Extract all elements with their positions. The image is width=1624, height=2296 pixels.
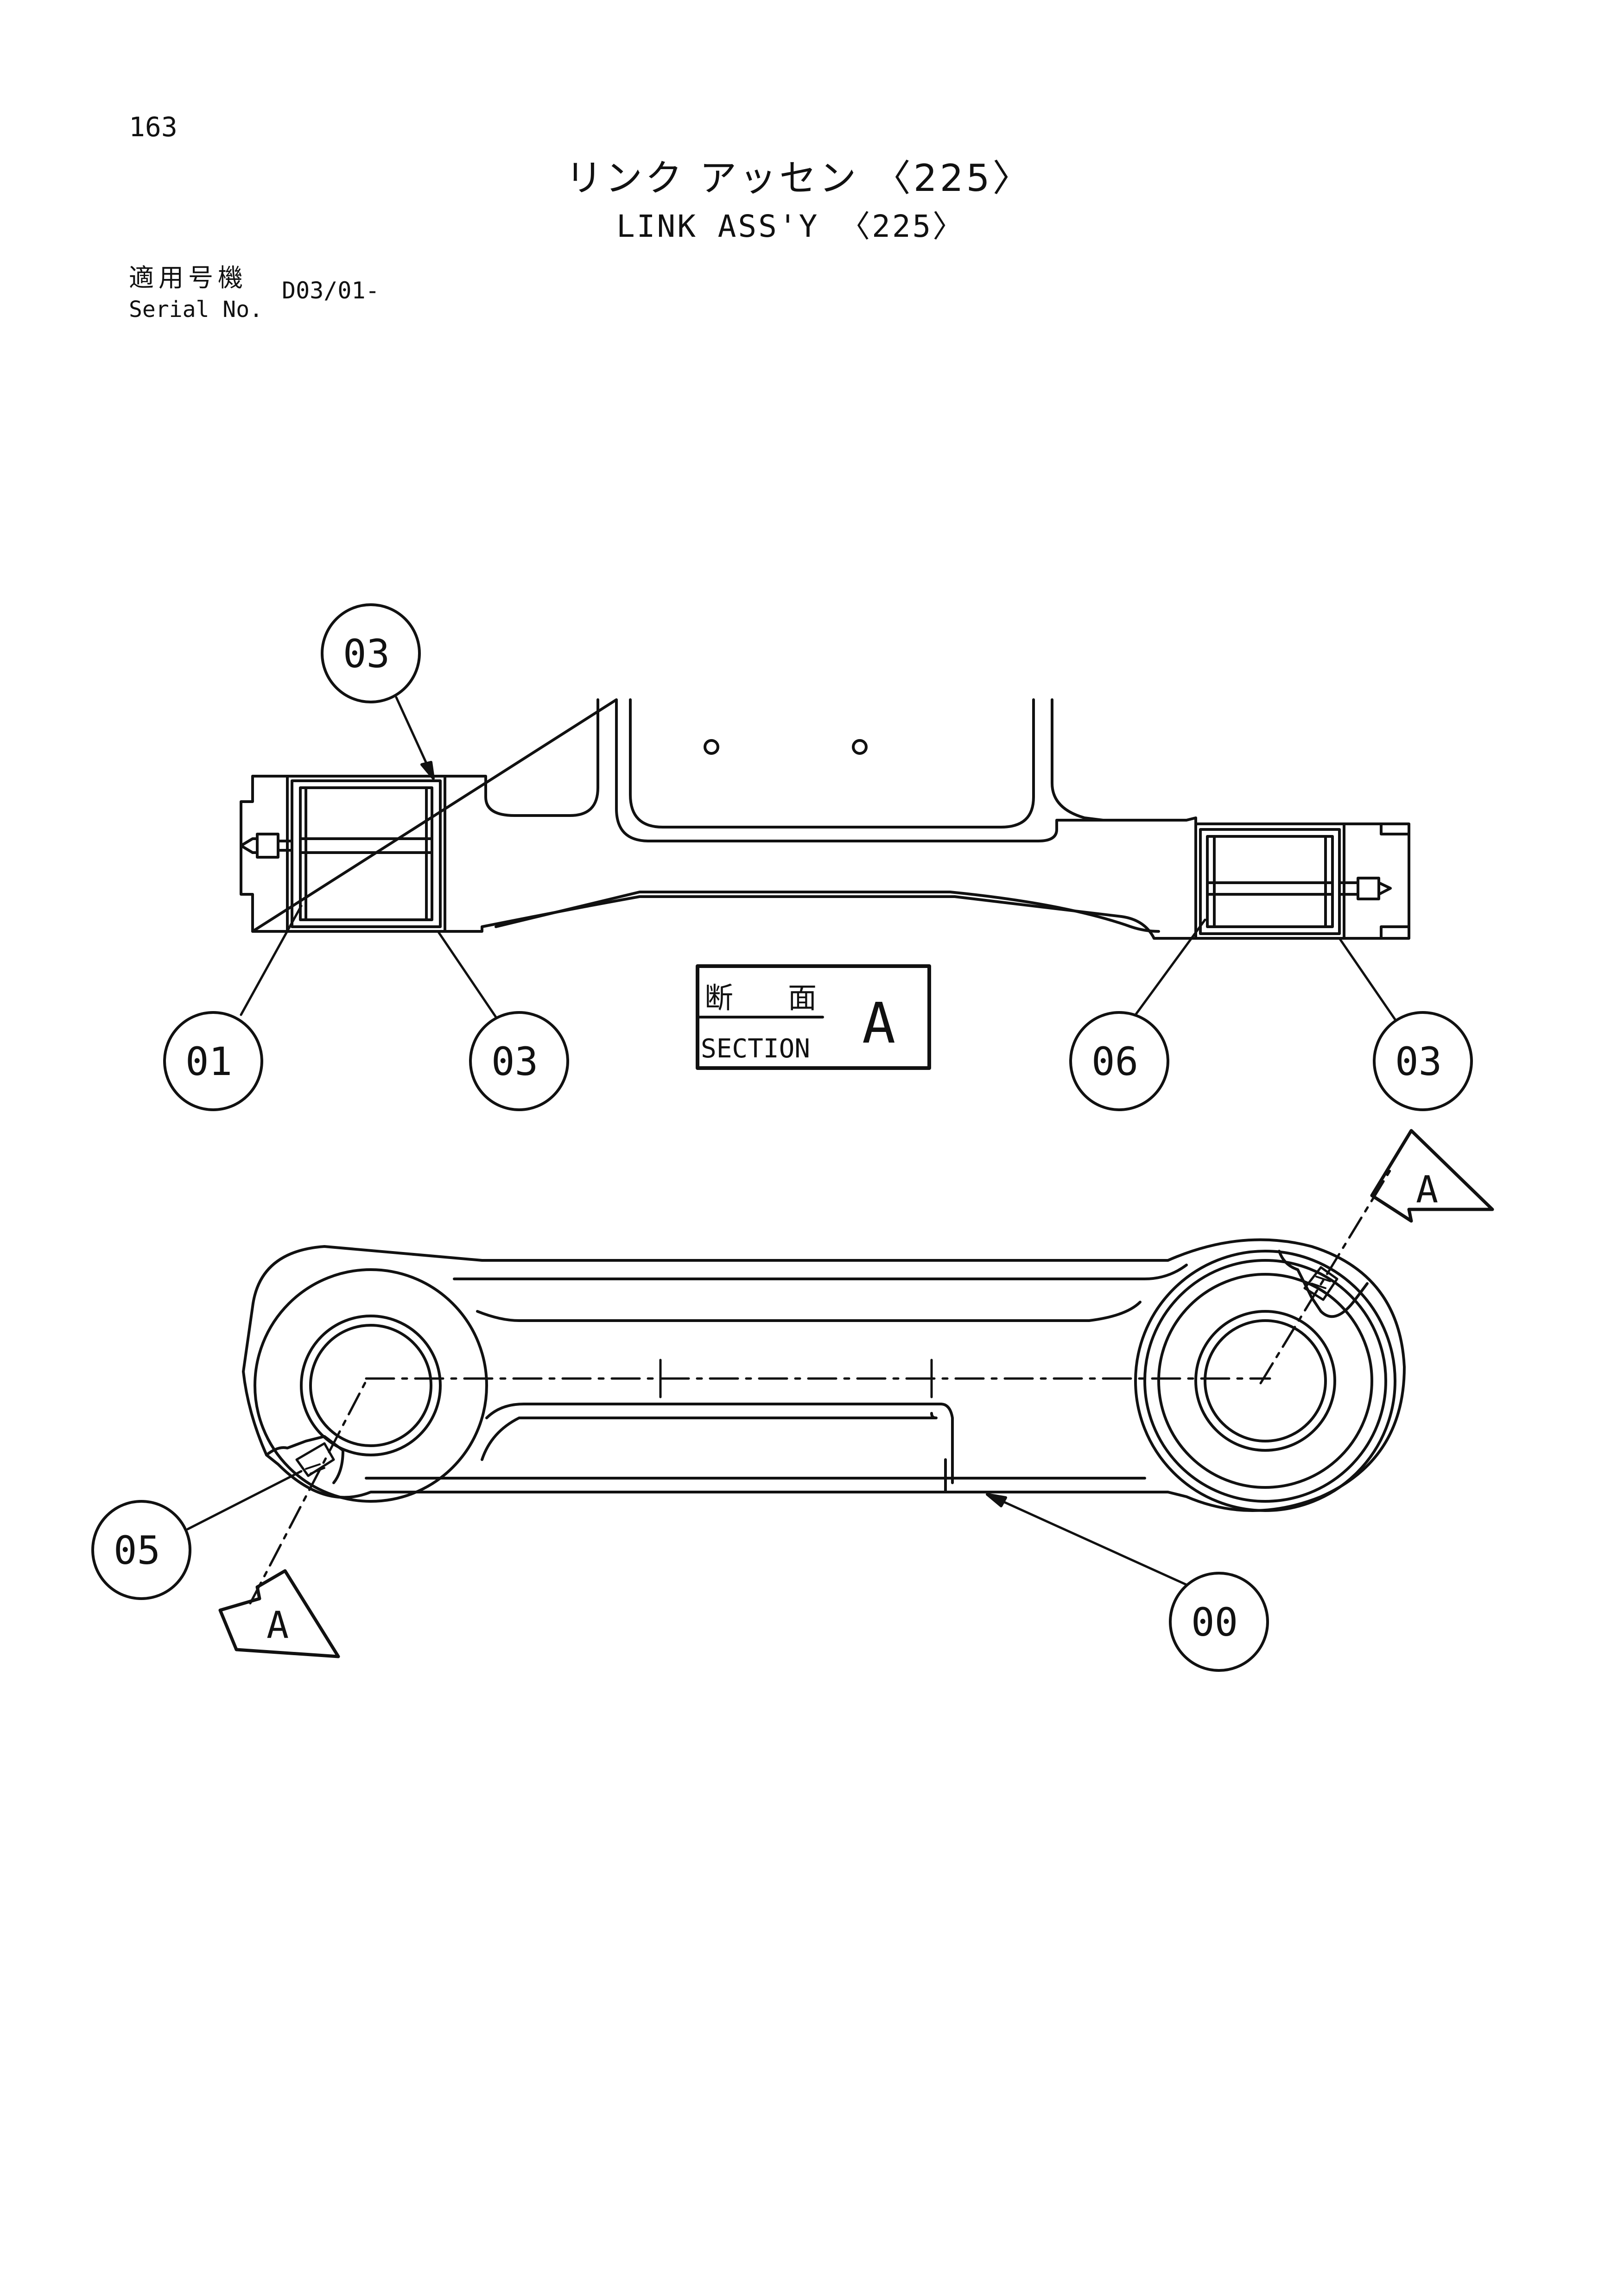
right-pin-bore-inner	[1204, 1319, 1327, 1442]
web-upper-inner	[476, 1301, 1142, 1322]
section-arrow-lower	[218, 1569, 340, 1658]
lower-inner-line	[495, 891, 1160, 933]
callout-03-top: 03	[343, 631, 390, 677]
left-grease-fitting	[240, 833, 293, 859]
callouts-bottom: 05 00	[91, 1470, 1269, 1672]
section-label-jp-left: 断	[704, 981, 733, 1015]
section-arrow-upper-letter: A	[1416, 1168, 1438, 1211]
left-grease-cutaway	[265, 1435, 344, 1484]
section-arrow-lower-letter: A	[266, 1604, 289, 1647]
callouts-top: 03 01 03 06 03	[163, 603, 1473, 1111]
hole-right	[852, 739, 868, 755]
callout-05: 05	[114, 1528, 160, 1573]
right-outer-ring	[1134, 1250, 1396, 1512]
left-pin-bore-outer	[300, 1315, 442, 1456]
title-english: LINK ASS'Y 〈225〉	[616, 209, 965, 244]
upper-bridge-inner	[629, 698, 1035, 829]
section-cut-line	[249, 1379, 368, 1605]
right-grease-fitting	[1338, 877, 1392, 900]
web-lower-inner	[485, 1403, 954, 1484]
left-bushing-outer	[291, 779, 442, 928]
upper-bridge-outer	[1051, 698, 1104, 822]
callout-03-bottom: 03	[491, 1039, 538, 1084]
section-view	[240, 698, 1410, 940]
right-end-block	[1194, 822, 1410, 940]
right-boss-outer	[1143, 1259, 1387, 1503]
right-pin-bore-outer	[1194, 1310, 1336, 1452]
callout-03-right: 03	[1395, 1039, 1442, 1084]
serial-label-japanese: 適用号機	[129, 263, 247, 292]
link-plan-outline	[242, 1238, 1406, 1512]
right-grease-cutaway	[1278, 1250, 1369, 1318]
callout-01: 01	[185, 1039, 232, 1084]
section-label-letter: A	[862, 992, 895, 1056]
title-japanese: リンク アッセン 〈225〉	[565, 157, 1033, 200]
section-label-box: 断 面 SECTION A	[696, 964, 931, 1070]
left-pin-bore-inner	[309, 1324, 432, 1447]
plan-view: A A	[218, 1129, 1494, 1658]
page-number: 163	[129, 111, 178, 143]
callout-00: 00	[1191, 1600, 1238, 1645]
left-boss-outer	[254, 1268, 488, 1503]
web-lower	[481, 1412, 947, 1493]
hole-left	[704, 739, 719, 755]
right-boss-ring	[1157, 1273, 1373, 1489]
section-arrow-upper	[1370, 1129, 1494, 1223]
callout-06: 06	[1091, 1039, 1138, 1084]
section-label-en: SECTION	[701, 1034, 810, 1064]
web-upper	[453, 1264, 1188, 1280]
left-end-block	[240, 775, 446, 933]
serial-label-english: Serial No.	[129, 297, 263, 323]
serial-number-value: D03/01-	[282, 277, 380, 304]
section-label-jp-right: 面	[788, 981, 817, 1015]
